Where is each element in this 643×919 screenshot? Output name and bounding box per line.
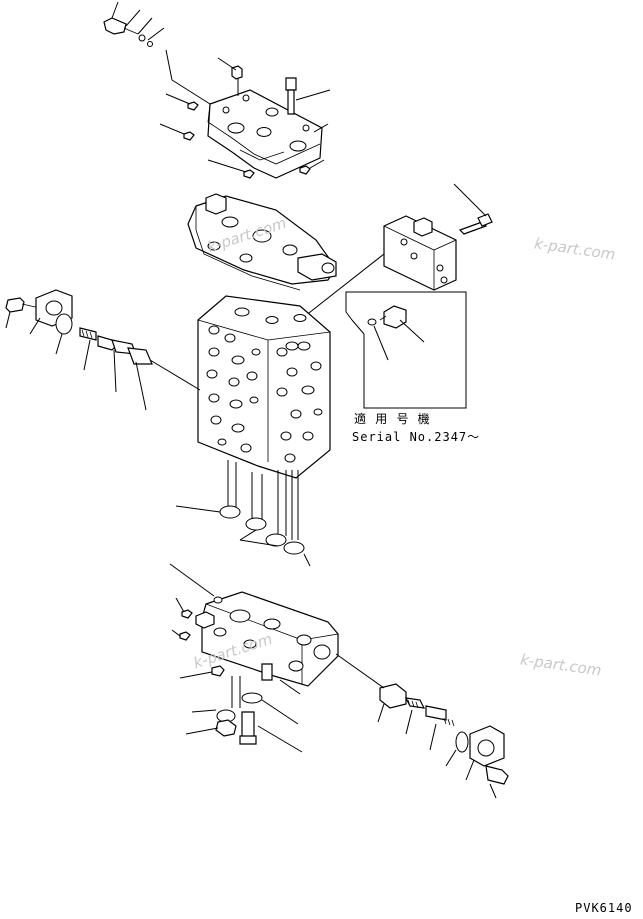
upper-valve-section: [187, 193, 337, 291]
lower-section-fasteners: [169, 563, 303, 753]
serial-inset-box: [345, 291, 467, 409]
lower-valve-section: [195, 591, 339, 687]
cover-bolts: [159, 57, 331, 179]
applicability-note-serial: Serial No.2347～: [352, 430, 481, 444]
drawing-code: PVK6140: [575, 901, 633, 915]
body-o-rings: [175, 460, 311, 567]
main-valve-body: [197, 295, 331, 479]
right-relief-parts: [335, 653, 509, 799]
left-relief-parts: [5, 289, 201, 411]
top-bolt-set: [103, 1, 211, 105]
applicability-note-title: 適 用 号 機: [354, 412, 431, 426]
top-cover-plate: [207, 89, 323, 179]
right-pilot-block: [299, 183, 493, 321]
